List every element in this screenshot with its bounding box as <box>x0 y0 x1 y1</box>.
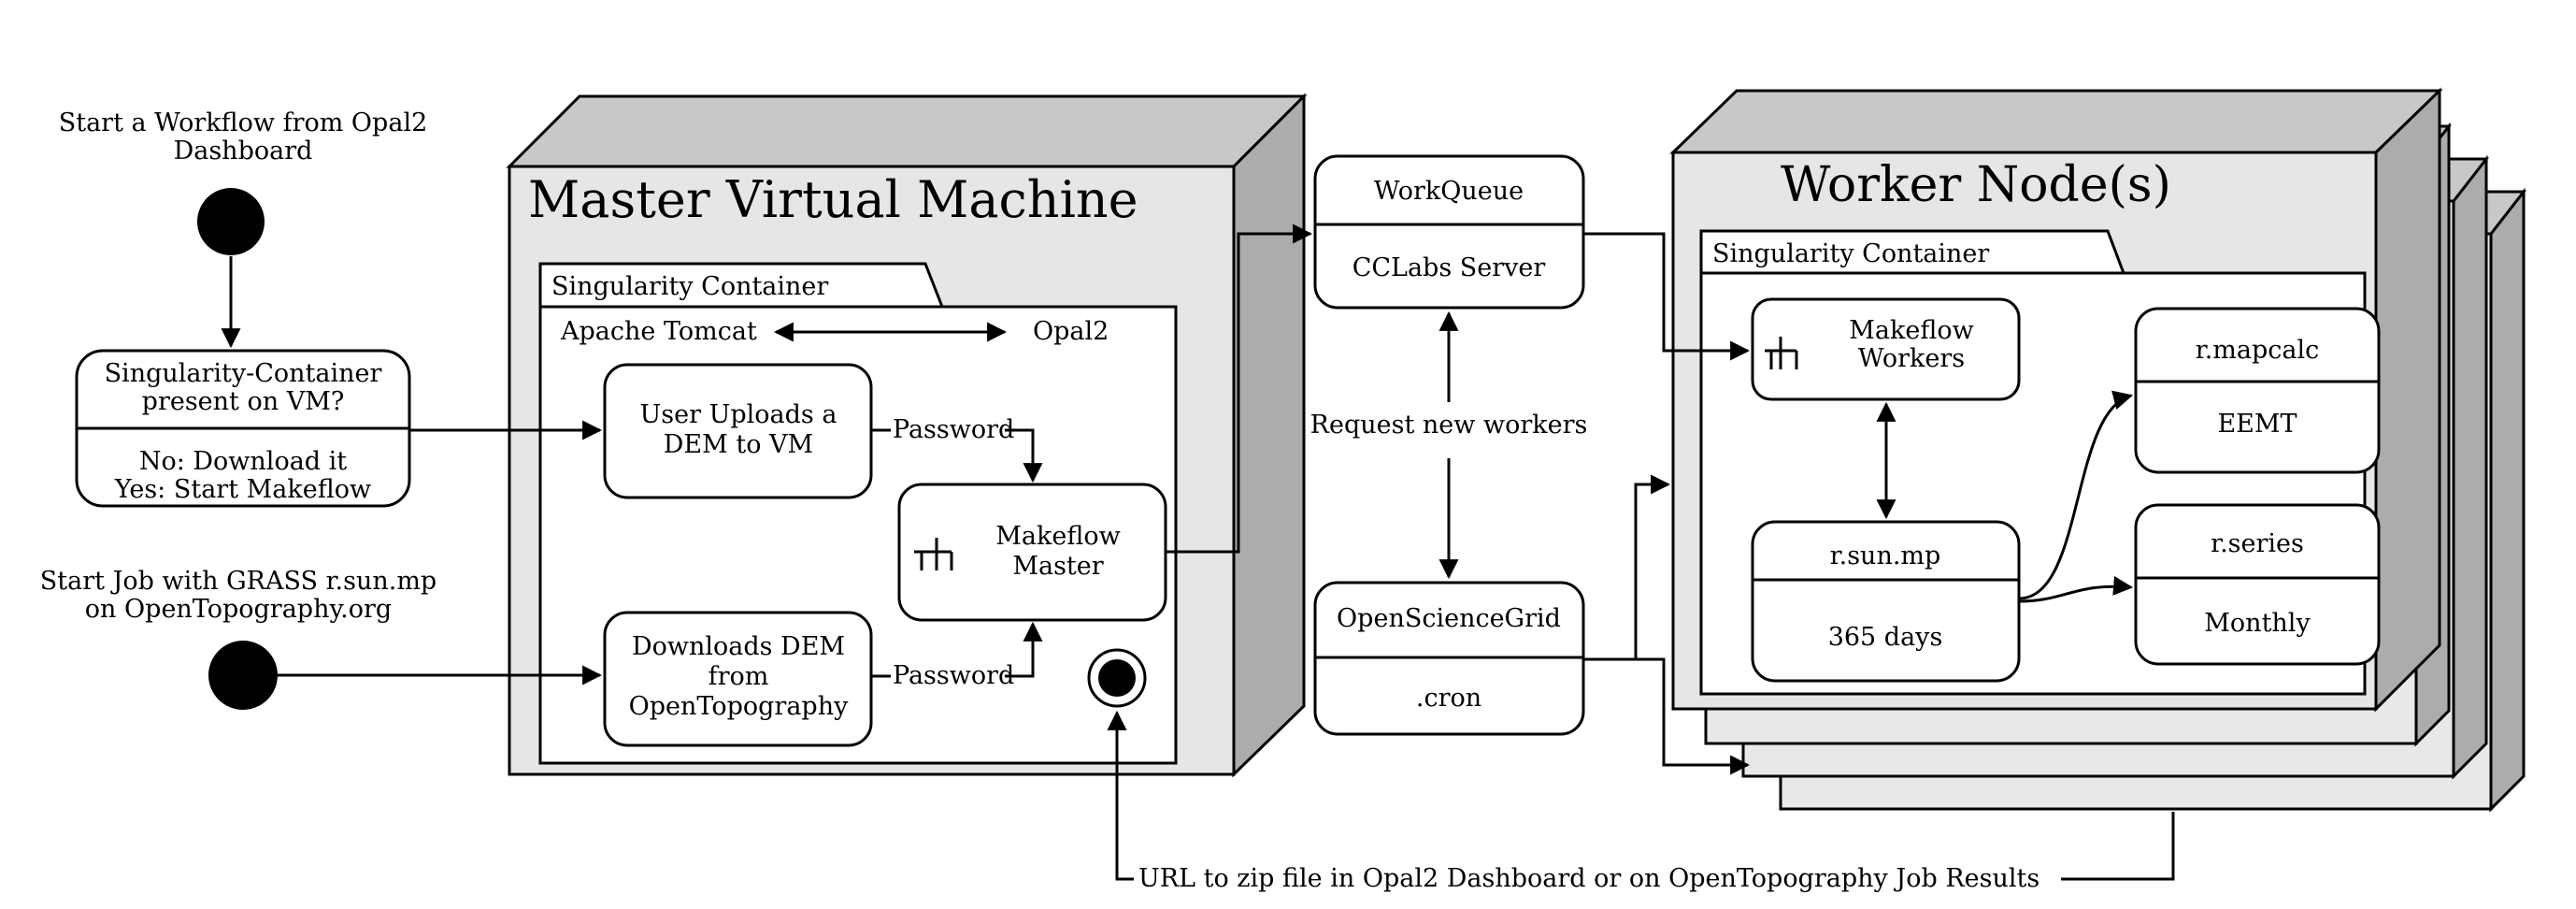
workqueue-state <box>1313 154 1585 310</box>
result-label: URL to zip file in Opal2 Dashboard or on… <box>1138 864 2039 893</box>
rmapcalc-body: EEMT <box>2217 410 2297 439</box>
makeflow-master-fork-icon <box>914 538 953 570</box>
rsun-to-rseries-arrow <box>2018 575 2134 603</box>
worker-node-title: Worker Node(s) <box>1781 157 2171 213</box>
workqueue-title: WorkQueue <box>1374 177 1524 206</box>
osg-title: OpenScienceGrid <box>1337 604 1561 633</box>
result-label-bg <box>1134 858 2061 895</box>
download-to-master-arrow <box>1005 621 1043 678</box>
rseries-title: r.series <box>2211 529 2304 558</box>
osg-to-worker-arrow <box>1583 474 1671 661</box>
rsun-title: r.sun.mp <box>1830 541 1941 570</box>
workqueue-body: CCLabs Server <box>1352 253 1546 282</box>
upload-to-master-arrow <box>1005 428 1043 483</box>
osg-to-stack-arrow <box>1583 657 1751 775</box>
worker-node-side <box>2374 87 2441 713</box>
start-job-node <box>208 641 278 710</box>
makeflow-workers-state <box>1751 297 2021 401</box>
rseries-body: Monthly <box>2204 609 2311 638</box>
osg-body: .cron <box>1416 684 1481 713</box>
password-label-1: Password <box>893 415 1014 444</box>
workqueue-to-workers-arrow <box>1583 232 1751 361</box>
request-workers-label: Request new workers <box>1310 411 1588 440</box>
worker-node-top <box>1669 89 2443 154</box>
master-vm-side <box>1232 93 1306 778</box>
rmapcalc-title: r.mapcalc <box>2196 336 2319 365</box>
master-vm-top <box>506 94 1308 168</box>
singularity-check-state <box>75 349 411 508</box>
worker-container-label: Singularity Container <box>1712 239 1989 268</box>
apache-tomcat-label: Apache Tomcat <box>560 317 757 346</box>
rseries-state <box>2134 503 2381 666</box>
download-dem-state <box>603 611 873 747</box>
master-to-workqueue-arrow <box>1166 224 1313 554</box>
password-label-2: Password <box>893 661 1014 690</box>
start-workflow-node <box>197 188 265 255</box>
rsun-body: 365 days <box>1828 623 1943 652</box>
end-node <box>1087 648 1147 708</box>
master-container-label: Singularity Container <box>551 272 828 301</box>
rsun-to-rmapcalc-arrow <box>2018 390 2134 600</box>
makeflow-workers-fork-icon <box>1765 337 1798 369</box>
opal2-label: Opal2 <box>1033 317 1109 346</box>
rmapcalc-state <box>2134 307 2381 474</box>
master-vm-title: Master Virtual Machine <box>528 170 1138 229</box>
